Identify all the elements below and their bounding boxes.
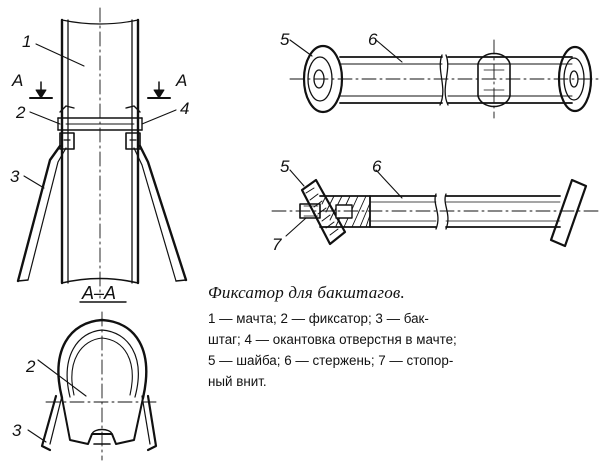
- callout-backstay: 3: [10, 167, 20, 186]
- fixator-section-view: [271, 169, 601, 248]
- caption-line-3: 5 — шайба; 6 — стержень; 7 — стопор-: [208, 353, 454, 368]
- fixator-assembly-view: [289, 39, 601, 119]
- callout-edging: 4: [180, 99, 189, 118]
- caption-title: Фиксатор для бакштагов.: [208, 283, 405, 302]
- callout-mast: 1: [22, 32, 31, 51]
- callout-fixator-section: 2: [25, 357, 36, 376]
- section-title: А–А: [81, 283, 116, 303]
- callout-backstay-section: 3: [12, 421, 22, 440]
- callout-rod-section: 6: [372, 157, 382, 176]
- figure-caption: Фиксатор для бакштагов. 1 — мачта; 2 — ф…: [208, 283, 604, 392]
- caption-line-2: штаг; 4 — окантовка отверстня в мачте;: [208, 332, 457, 347]
- caption-line-1: 1 — мачта; 2 — фиксатор; 3 — бак-: [208, 311, 429, 326]
- callout-fixator: 2: [15, 103, 26, 122]
- callout-section-marker-left: А: [11, 71, 23, 90]
- callout-washer-top: 5: [280, 30, 290, 49]
- section-a-a: [27, 301, 161, 461]
- mast-side-view: [16, 7, 188, 299]
- caption-line-4: ный внит.: [208, 374, 267, 389]
- callout-rod-top: 6: [368, 30, 378, 49]
- callout-washer-section: 5: [280, 157, 290, 176]
- callout-screw: 7: [272, 235, 282, 254]
- callout-section-marker-right: А: [175, 71, 187, 90]
